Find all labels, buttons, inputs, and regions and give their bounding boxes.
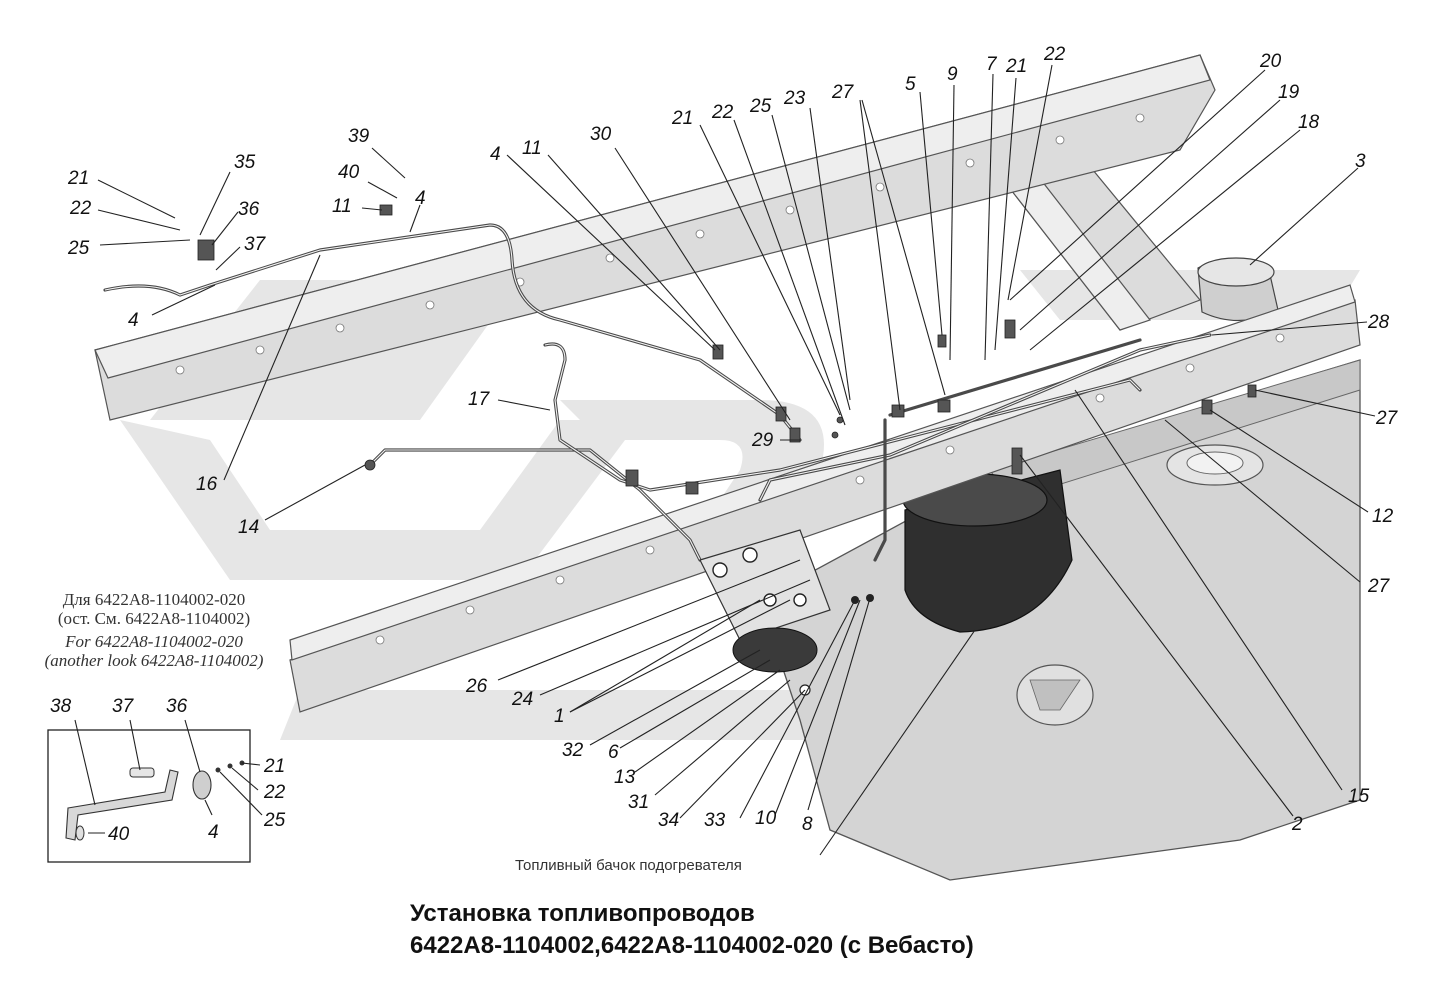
heater-tank-caption: Топливный бачок подогревателя bbox=[515, 857, 742, 874]
callout-11: 11 bbox=[522, 138, 542, 159]
callout-36: 36 bbox=[238, 199, 260, 220]
callout-6: 6 bbox=[608, 742, 619, 763]
callout-40: 40 bbox=[108, 824, 130, 845]
callout-24: 24 bbox=[511, 689, 533, 710]
callout-3: 3 bbox=[1355, 151, 1366, 172]
callout-10: 10 bbox=[755, 808, 777, 829]
callout-8: 8 bbox=[802, 814, 813, 835]
callout-28: 28 bbox=[1367, 312, 1390, 333]
callout-5: 5 bbox=[905, 74, 916, 95]
callout-39: 39 bbox=[348, 126, 370, 147]
callout-25: 25 bbox=[749, 96, 772, 117]
variant-note-en-line1: For 6422A8-1104002-020 bbox=[65, 632, 243, 651]
callout-22: 22 bbox=[711, 102, 734, 123]
callout-35: 35 bbox=[234, 152, 256, 173]
variant-note-ru: Для 6422А8-1104002-020 (ост. См. 6422А8-… bbox=[20, 590, 288, 628]
variant-note-ru-line1: Для 6422А8-1104002-020 bbox=[62, 590, 246, 609]
callout-17: 17 bbox=[468, 389, 491, 410]
callout-1: 1 bbox=[554, 706, 565, 727]
frame-rail-lower bbox=[289, 284, 1361, 713]
variant-note-en-line2: (another look 6422A8-1104002) bbox=[44, 651, 264, 670]
callout-4: 4 bbox=[415, 188, 426, 209]
callout-13: 13 bbox=[614, 767, 636, 788]
callout-labels: 21 22 25 35 36 37 4 39 40 11 4 16 14 17 … bbox=[50, 44, 1399, 845]
frame-rail-upper bbox=[94, 54, 1216, 421]
callout-21: 21 bbox=[67, 168, 89, 189]
callout-36: 36 bbox=[166, 696, 188, 717]
callout-4: 4 bbox=[128, 310, 139, 331]
pipe-fittings bbox=[197, 204, 1257, 495]
drawing-title-line1: Установка топливопроводов bbox=[410, 900, 755, 927]
callout-11: 11 bbox=[332, 196, 352, 217]
callout-9: 9 bbox=[947, 64, 958, 85]
callout-33: 33 bbox=[704, 810, 726, 831]
inset-bracket-box bbox=[47, 729, 251, 863]
callout-19: 19 bbox=[1278, 82, 1300, 103]
callout-32: 32 bbox=[562, 740, 584, 761]
callout-15: 15 bbox=[1348, 786, 1370, 807]
drawing-title-line2: 6422А8-1104002,6422А8-1104002-020 (с Веб… bbox=[410, 932, 974, 959]
callout-25: 25 bbox=[263, 810, 286, 831]
callout-30: 30 bbox=[590, 124, 612, 145]
callout-37: 37 bbox=[112, 696, 135, 717]
callout-27: 27 bbox=[831, 82, 855, 103]
callout-2: 2 bbox=[1291, 814, 1303, 835]
callout-21: 21 bbox=[263, 756, 285, 777]
heater-pump-assembly bbox=[699, 529, 874, 696]
callout-29: 29 bbox=[751, 430, 774, 451]
callout-27: 27 bbox=[1375, 408, 1399, 429]
callout-12: 12 bbox=[1372, 506, 1394, 527]
fuel-tank bbox=[759, 359, 1361, 881]
callout-22: 22 bbox=[69, 198, 92, 219]
callout-21: 21 bbox=[1005, 56, 1027, 77]
variant-note-en: For 6422A8-1104002-020 (another look 642… bbox=[20, 632, 288, 670]
callout-4: 4 bbox=[208, 822, 219, 843]
callout-4: 4 bbox=[490, 144, 501, 165]
callout-20: 20 bbox=[1259, 51, 1282, 72]
callout-21: 21 bbox=[671, 108, 693, 129]
drawing-title: Установка топливопроводов 6422А8-1104002… bbox=[410, 898, 974, 962]
callout-22: 22 bbox=[263, 782, 286, 803]
callout-16: 16 bbox=[196, 474, 218, 495]
callout-14: 14 bbox=[238, 517, 259, 538]
leader-lines bbox=[74, 64, 1376, 856]
variant-note-ru-line2: (ост. См. 6422А8-1104002) bbox=[57, 609, 251, 628]
callout-23: 23 bbox=[783, 88, 806, 109]
callout-37: 37 bbox=[244, 234, 267, 255]
callout-22: 22 bbox=[1043, 44, 1066, 65]
callout-25: 25 bbox=[67, 238, 90, 259]
callout-18: 18 bbox=[1298, 112, 1320, 133]
callout-34: 34 bbox=[658, 810, 679, 831]
filler-cap bbox=[1197, 257, 1279, 322]
callout-7: 7 bbox=[986, 54, 998, 75]
callout-26: 26 bbox=[465, 676, 488, 697]
callout-27: 27 bbox=[1367, 576, 1391, 597]
callout-40: 40 bbox=[338, 162, 360, 183]
callout-31: 31 bbox=[628, 792, 649, 813]
callout-38: 38 bbox=[50, 696, 72, 717]
fuel-pipes bbox=[103, 223, 1212, 562]
